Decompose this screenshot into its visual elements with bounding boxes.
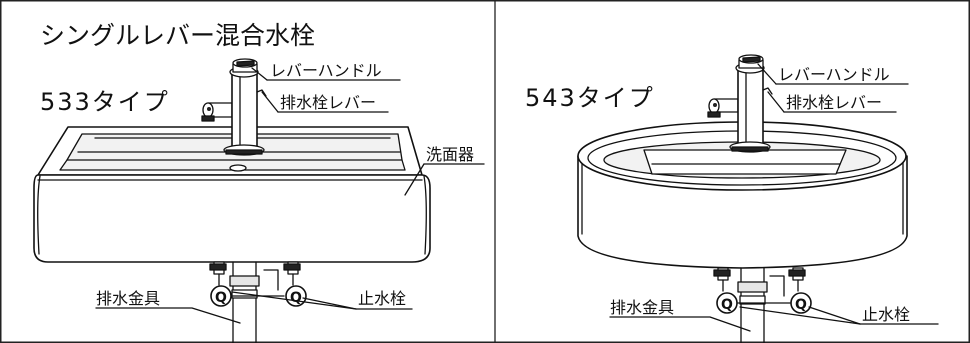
svg-text:Q: Q [215, 290, 227, 306]
plumbing-533-illustration: Q Q [209, 261, 307, 343]
svg-text:Q: Q [290, 290, 302, 306]
panel-543: 543タイプ [525, 54, 939, 343]
type-label-543: 543タイプ [525, 84, 655, 112]
drain-lever-label-543: 排水栓レバー [786, 93, 882, 112]
drain-fitting-label-533: 排水金具 [96, 289, 160, 308]
stop-valve-label-533: 止水栓 [358, 289, 406, 308]
basin-label-533: 洗面器 [426, 145, 474, 164]
plumbing-543-illustration: Q Q [713, 267, 812, 343]
basin-543-illustration [577, 121, 908, 269]
drain-lever-label-533: 排水栓レバー [280, 93, 376, 112]
lever-handle-label-533: レバーハンドル [270, 61, 382, 80]
lever-handle-label-543: レバーハンドル [778, 65, 890, 84]
faucet-543-illustration [707, 54, 773, 153]
faucet-533-illustration [201, 58, 267, 156]
diagram-title: シングルレバー混合水栓 [40, 21, 315, 50]
panel-533: 533タイプ [33, 58, 485, 343]
svg-text:Q: Q [795, 297, 807, 313]
svg-text:Q: Q [721, 297, 733, 313]
drain-fitting-label-543: 排水金具 [610, 298, 674, 317]
type-label-533: 533タイプ [40, 88, 170, 116]
stop-valve-label-543: 止水栓 [862, 305, 910, 324]
